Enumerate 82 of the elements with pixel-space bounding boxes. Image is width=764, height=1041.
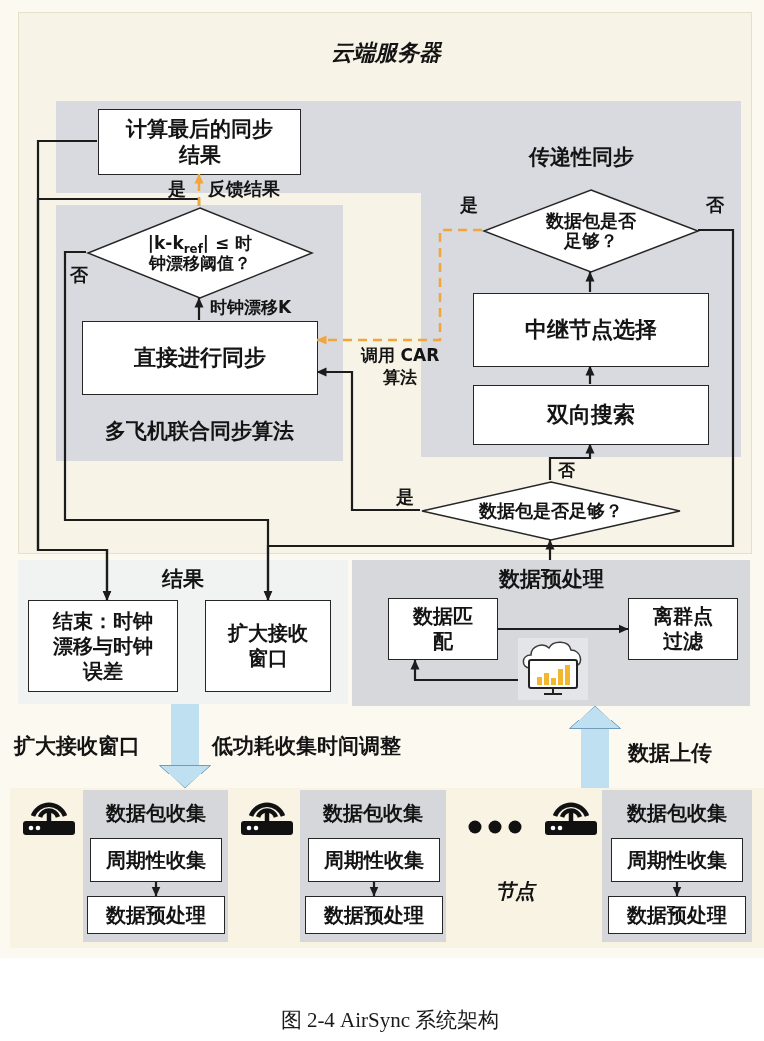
process-box <box>388 598 498 660</box>
decision-diamond <box>87 207 313 299</box>
arrow <box>498 624 629 634</box>
edge-label: 否 <box>558 462 575 480</box>
process-box <box>473 385 709 445</box>
dashed-arrow <box>316 228 482 345</box>
process-box <box>308 838 440 882</box>
block-arrow <box>159 704 211 789</box>
group-panel <box>300 790 446 942</box>
panel-heading: 数据包收集 <box>323 802 423 824</box>
process-text: 直接进行同步 <box>134 344 266 372</box>
arrow <box>36 197 201 601</box>
process-box <box>473 293 709 367</box>
dashed-arrow <box>194 173 204 206</box>
panel-heading: 多飞机联合同步算法 <box>105 419 294 443</box>
process-text: 结束：时钟漂移与时钟误差 <box>51 608 154 684</box>
group-panel <box>10 788 764 948</box>
decision-text: 数据包是否足够？ <box>545 211 637 251</box>
arrow <box>585 365 595 384</box>
annotation-text: 调用 CAR算法 <box>359 344 441 389</box>
edge-label: 是 <box>396 488 414 507</box>
group-panel <box>352 560 750 706</box>
panel-heading: 数据包收集 <box>627 802 727 824</box>
arrow <box>585 271 595 292</box>
group-panel <box>602 790 752 942</box>
cloud-monitor-icon <box>518 638 588 700</box>
arrow <box>672 882 682 897</box>
decision-diamond <box>483 189 699 273</box>
caption-text: 图 2-4 AirSync 系统架构 <box>280 1007 500 1034</box>
process-text: 数据预处理 <box>627 902 727 928</box>
process-text: 数据预处理 <box>324 902 424 928</box>
arrow <box>151 882 161 897</box>
panel-heading: 节点 <box>495 880 535 902</box>
process-box <box>305 896 443 934</box>
process-box <box>205 600 331 692</box>
panel-heading: 结果 <box>162 568 204 592</box>
decision-text: |k-k$_{ref}$| ≤ 时钟漂移阈值？ <box>146 233 254 273</box>
process-text: 双向搜索 <box>547 401 635 429</box>
block-arrow <box>569 705 621 788</box>
process-box <box>608 896 746 934</box>
decision-diamond <box>421 481 681 541</box>
arrow <box>194 297 204 320</box>
annotation-text: 数据上传 <box>628 740 712 767</box>
edge-label: 反馈结果 <box>208 180 280 199</box>
edge-label: 否 <box>706 196 724 215</box>
group-panel <box>56 205 343 461</box>
group-panel <box>18 560 348 704</box>
process-box <box>90 838 222 882</box>
panel-heading: 数据包收集 <box>105 802 206 824</box>
process-text: 数据匹配 <box>412 604 474 654</box>
decision-text: 数据包是否足够？ <box>479 501 623 521</box>
arrow <box>410 659 518 682</box>
group-panel <box>18 12 752 554</box>
arrow <box>548 443 595 480</box>
panel-heading: 云端服务器 <box>331 41 441 66</box>
group-panel <box>83 790 228 942</box>
process-text: 中继节点选择 <box>525 316 657 344</box>
process-text: 数据预处理 <box>106 902 206 928</box>
edge-label: 否 <box>70 266 88 285</box>
arrow <box>369 882 379 897</box>
process-box <box>611 838 743 882</box>
process-text: 计算最后的同步结果 <box>124 115 274 169</box>
process-box <box>82 321 318 395</box>
process-box <box>28 600 178 692</box>
process-box <box>87 896 225 934</box>
arrow <box>263 228 735 601</box>
edge-label: 是 <box>460 196 478 215</box>
process-text: 周期性收集 <box>324 847 424 873</box>
edge-label: 是 <box>168 180 186 199</box>
process-box <box>628 598 738 660</box>
process-text: 周期性收集 <box>627 847 727 873</box>
process-text: 离群点过滤 <box>652 604 714 654</box>
panel-heading: 数据预处理 <box>498 568 604 592</box>
annotation-text: 低功耗收集时间调整 <box>212 733 401 760</box>
arrow <box>316 367 420 512</box>
edge-label: 时钟漂移K <box>210 299 292 317</box>
arrow <box>545 539 555 560</box>
annotation-text: 扩大接收窗口 <box>14 733 140 760</box>
process-text: 周期性收集 <box>106 847 206 873</box>
process-text: 扩大接收窗口 <box>226 621 309 671</box>
process-box <box>98 109 301 175</box>
panel-heading: 传递性同步 <box>528 146 634 170</box>
